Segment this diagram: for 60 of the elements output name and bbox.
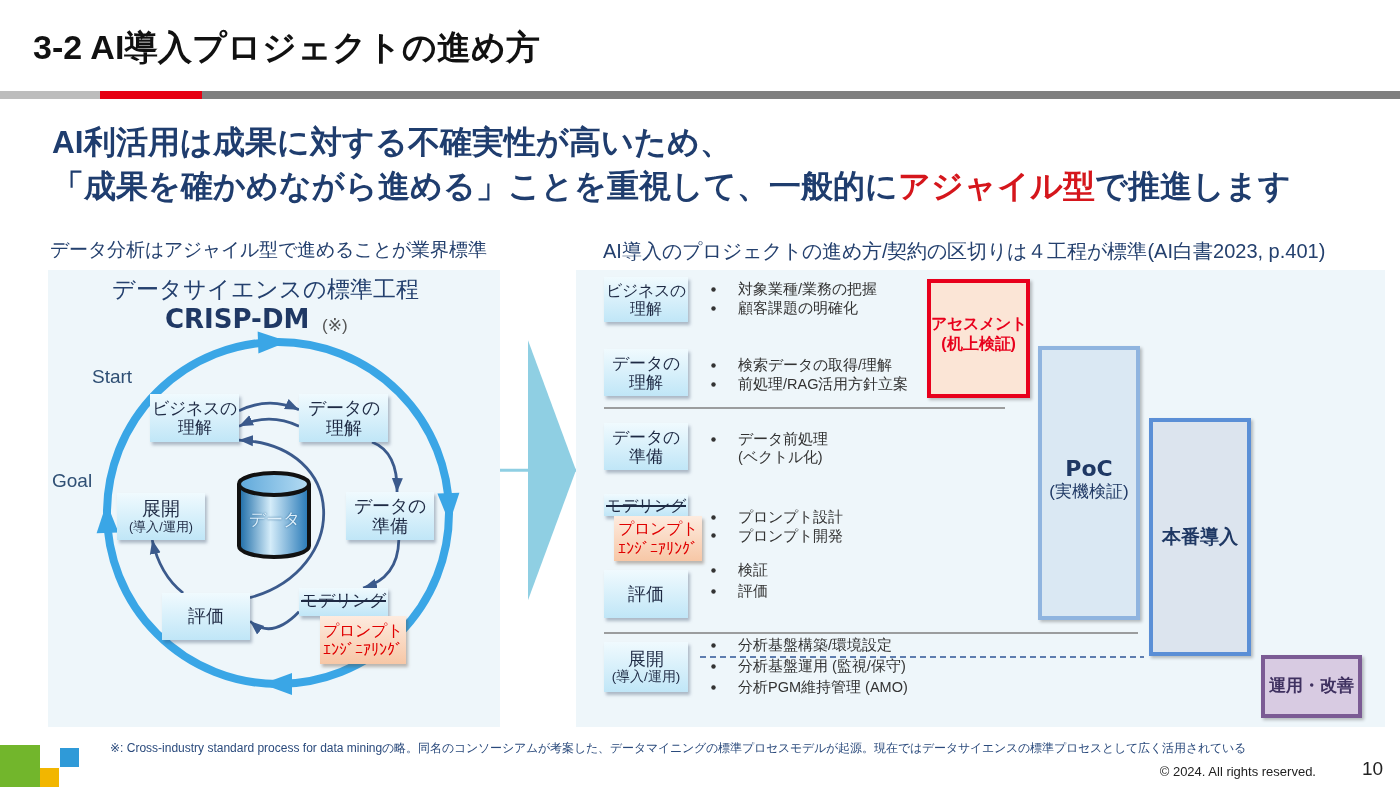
- process-box: [604, 642, 688, 692]
- arrow: [238, 436, 325, 599]
- phase-title: PoC: [1065, 456, 1113, 482]
- arrow: [238, 399, 300, 413]
- text-label: Goal: [52, 470, 93, 493]
- step-title: 展開: [628, 649, 664, 670]
- arrow: [371, 440, 403, 492]
- step-subtitle: (導入/運用): [129, 520, 193, 535]
- bullet-item: 検証: [738, 561, 768, 580]
- bullet-item: 対象業種/業務の把握: [738, 280, 878, 299]
- step-subtitle: (導入/運用): [611, 669, 681, 685]
- process-box: モデリング: [299, 588, 388, 616]
- text-label: Start: [92, 366, 133, 389]
- page-number: 10: [1362, 758, 1384, 781]
- headline: AI利活用は成果に対する不確実性が高いため、: [52, 124, 732, 162]
- sticky-note: プロンプトｴﾝｼﾞﾆｱﾘﾝｸﾞ: [614, 516, 702, 561]
- phase-box: [1038, 346, 1140, 620]
- footnote-mark: (※): [322, 316, 348, 337]
- phase-title: アセスメント: [930, 315, 1027, 334]
- copyright-text: © 2024. All rights reserved.: [1159, 764, 1316, 780]
- bullet-item: 評価: [738, 582, 768, 601]
- process-box: ビジネスの理解: [150, 394, 239, 442]
- bullet-item: プロンプト開発: [738, 526, 843, 545]
- database-cylinder: データ: [236, 470, 312, 560]
- phase-box: [927, 279, 1030, 398]
- slide-title: 3-2 AI導入プロジェクトの進め方: [33, 27, 541, 68]
- arrow: [249, 610, 300, 635]
- process-box: ビジネスの理解: [604, 277, 688, 322]
- panel-heading: AI導入のプロジェクトの進め方/契約の区切りは４工程が標準(AI白書2023, p.401): [603, 239, 1326, 263]
- sticky-note: プロンプトｴﾝｼﾞﾆｱﾘﾝｸﾞ: [320, 616, 406, 664]
- phase-box: 本番導入: [1149, 418, 1251, 656]
- bullet-item: 前処理/RAG活用方針立案: [738, 375, 909, 394]
- process-box: モデリング: [604, 494, 688, 516]
- process-box: 評価: [162, 593, 250, 640]
- phase-subtitle: (机上検証): [941, 333, 1016, 353]
- phase-box: 運用・改善: [1261, 655, 1362, 718]
- chevron-arrow: [500, 340, 576, 601]
- footnote: ※: Cross-industry standard process for data miningの略。同名のコンソーシアムが考案した、データマイニングの標準プロセスモデルが起源。現在ではデータサイエンスの標準プロセスとして広く活用されている: [110, 741, 1247, 756]
- process-box: データの理解: [299, 394, 388, 442]
- process-box: データの準備: [604, 423, 688, 470]
- bullet-item: 分析基盤構築/環境設定: [738, 636, 893, 655]
- arrow: [238, 415, 300, 428]
- bullet-item: 顧客課題の明確化: [738, 299, 858, 318]
- bullet-item: 分析基盤運用 (監視/保守): [738, 657, 906, 676]
- process-box: データの準備: [346, 492, 434, 540]
- process-box: データの理解: [604, 349, 688, 396]
- method-name: CRISP-DM: [165, 304, 310, 336]
- phase-subtitle: (実機検証): [1049, 482, 1129, 503]
- panel-title: データサイエンスの標準工程: [112, 276, 419, 304]
- arrow: [362, 539, 401, 590]
- bullet-item: 分析PGM維持管理 (AMO): [738, 678, 908, 697]
- bullet-item: データ前処理(ベクトル化): [738, 431, 829, 466]
- bullet-item: 検索データの取得/理解: [738, 356, 893, 375]
- step-title: 展開: [142, 498, 180, 520]
- bullet-item: プロンプト設計: [738, 508, 843, 527]
- arrow: [150, 539, 184, 595]
- process-box: 評価: [604, 570, 688, 618]
- panel-heading: データ分析はアジャイル型で進めることが業界標準: [50, 239, 487, 262]
- process-box: [117, 493, 205, 540]
- headline: 「成果を確かめながら進める」ことを重視して、一般的にアジャイル型で推進します: [52, 168, 1291, 206]
